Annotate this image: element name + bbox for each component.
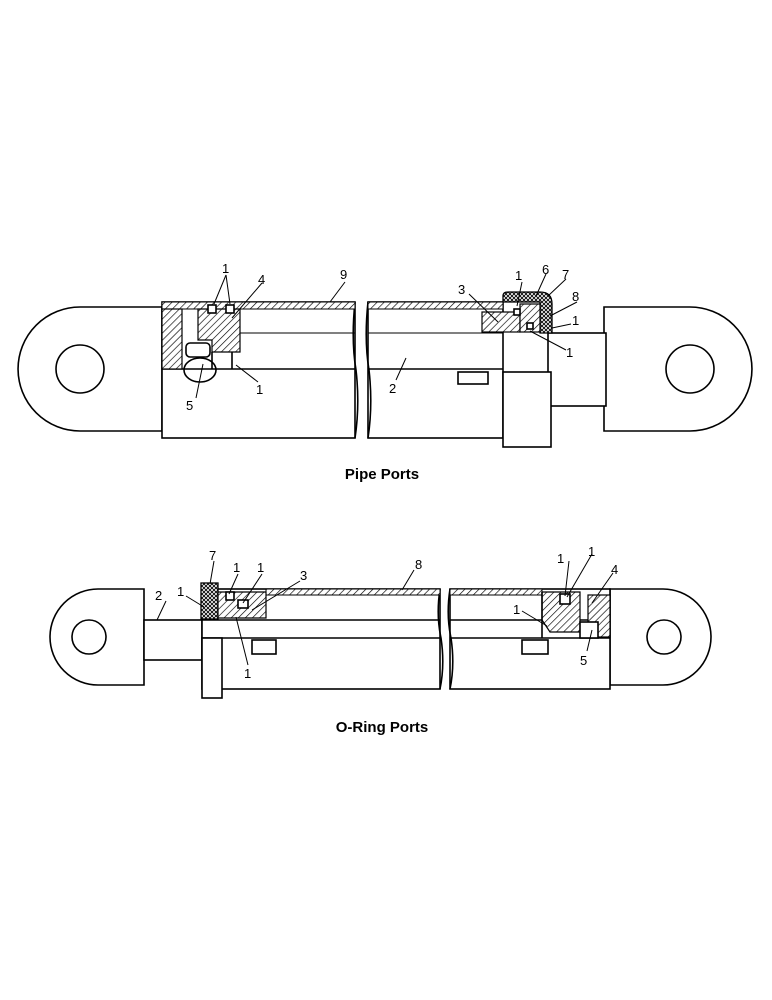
callout-label: 1 (566, 345, 573, 360)
callout-label: 3 (458, 282, 465, 297)
callout-label: 1 (513, 602, 520, 617)
left-pin-hole (71, 619, 107, 655)
gland-nut (200, 582, 219, 620)
callout-label: 1 (572, 313, 579, 328)
callout-label: 1 (256, 382, 263, 397)
callout-label: 5 (580, 653, 587, 668)
pipe-ports-title: Pipe Ports (345, 466, 419, 483)
piston-rod (143, 619, 203, 661)
callout-label: 9 (340, 267, 347, 282)
right-pin-hole (665, 344, 715, 394)
callout-label: 4 (258, 272, 265, 287)
callout-label: 1 (257, 560, 264, 575)
callout-label: 1 (233, 560, 240, 575)
left-clevis-eye (17, 306, 163, 432)
callout-label: 8 (572, 289, 579, 304)
barrel-left (161, 301, 356, 439)
callout-label: 1 (588, 544, 595, 559)
callout-label: 2 (155, 588, 162, 603)
callout-label: 1 (515, 268, 522, 283)
piston-nut (185, 342, 211, 358)
callout-label: 8 (415, 557, 422, 572)
callout-label: 1 (177, 584, 184, 599)
piston-rod (547, 332, 607, 407)
gland-nut (502, 291, 553, 334)
left-pin-hole (55, 344, 105, 394)
callout-label: 4 (611, 562, 618, 577)
right-pin-hole (646, 619, 682, 655)
left-clevis-eye (49, 588, 145, 686)
callout-label: 5 (186, 398, 193, 413)
callout-label: 1 (222, 261, 229, 276)
right-clevis-eye (603, 306, 753, 432)
cap-end-section (161, 308, 183, 370)
callout-label: 6 (542, 262, 549, 277)
oring-ports-callouts: 7 1 1 3 8 1 1 4 2 1 1 1 5 (155, 544, 618, 681)
barrel-right (449, 588, 611, 690)
oring-ports-cylinder (49, 553, 712, 699)
pipe-ports-callouts: 1 9 4 1 6 7 3 8 1 1 5 1 2 (186, 261, 579, 413)
callout-label: 3 (300, 568, 307, 583)
right-clevis-eye (609, 588, 712, 686)
barrel-right (367, 301, 504, 439)
callout-label: 7 (209, 548, 216, 563)
piston-nut (579, 621, 599, 639)
pipe-ports-cylinder (17, 273, 753, 448)
callout-label: 1 (557, 551, 564, 566)
callout-label: 1 (244, 666, 251, 681)
rod-end-housing (502, 371, 552, 448)
callout-label: 7 (562, 267, 569, 282)
oring-ports-title: O-Ring Ports (336, 719, 429, 736)
callout-label: 2 (389, 381, 396, 396)
